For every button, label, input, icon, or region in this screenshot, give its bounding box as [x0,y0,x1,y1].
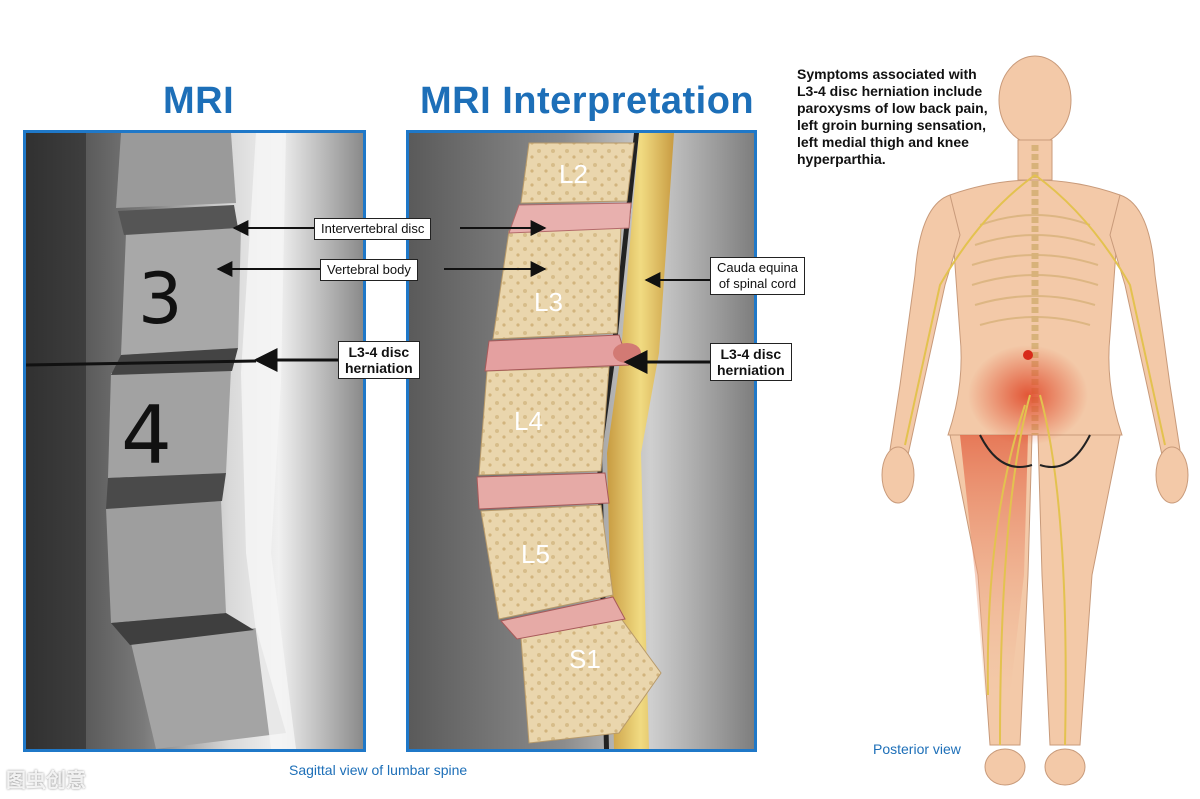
mri-interpretation-title: MRI Interpretation [420,80,755,122]
vertebra-label-s1: S1 [569,644,601,674]
label-intervertebral-disc: Intervertebral disc [314,218,432,240]
label-herniation-interp: L3-4 disc herniation [710,343,792,381]
herniation-interp-line1: L3-4 disc [720,346,782,362]
herniation-mri-line2: herniation [345,360,413,376]
mri-scan-image: 3 4 [26,133,363,749]
spine-illustration: L2 L3 L4 L5 S1 [409,133,754,749]
label-vertebral-body: Vertebral body [320,259,418,281]
vertebra-label-l2: L2 [559,159,588,189]
cauda-line1: Cauda equina [717,260,798,275]
label-cauda-equina: Cauda equina of spinal cord [710,257,805,295]
caption-posterior: Posterior view [873,741,961,757]
handwritten-4: 4 [121,389,172,482]
mri-interpretation-panel: L2 L3 L4 L5 S1 [406,130,757,752]
vertebra-label-l5: L5 [521,539,550,569]
label-herniation-mri: L3-4 disc herniation [338,341,420,379]
mri-scan-panel: 3 4 [23,130,366,752]
handwritten-3: 3 [138,258,183,340]
herniation-interp-line2: herniation [717,362,785,378]
herniation-mri-line1: L3-4 disc [348,344,410,360]
watermark: 图虫创意 [6,770,86,792]
caption-sagittal: Sagittal view of lumbar spine [289,762,468,778]
cauda-line2: of spinal cord [718,276,797,291]
vertebra-label-l3: L3 [534,287,563,317]
symptoms-text: Symptoms associated with L3-4 disc herni… [797,66,988,167]
posterior-body-figure [881,55,1189,786]
vertebra-label-l4: L4 [514,406,543,436]
mri-title: MRI [163,80,235,122]
